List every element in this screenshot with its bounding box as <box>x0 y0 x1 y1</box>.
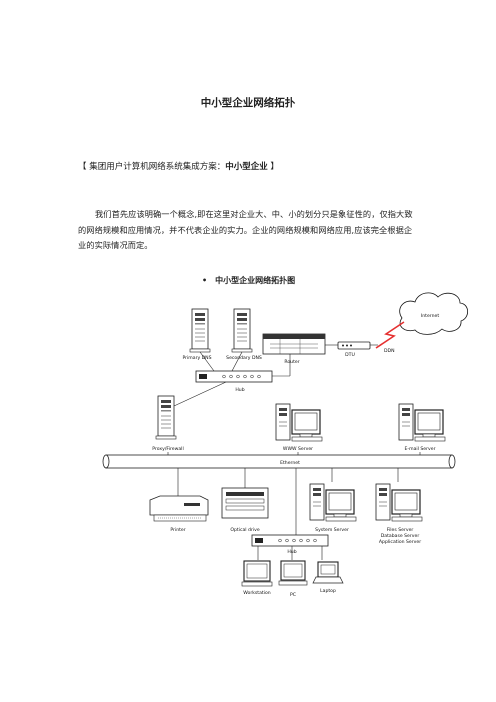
diagram-heading-text: 中小型企业网络拓扑图 <box>215 276 296 285</box>
proxy-firewall-icon <box>155 395 177 440</box>
bullet-icon: • <box>202 276 208 285</box>
dtu-icon <box>337 341 378 350</box>
scheme-prefix: 【 集团用户计算机网络系统集成方案： <box>78 162 226 172</box>
router-icon <box>262 333 326 355</box>
ethernet-backbone <box>102 454 456 469</box>
top-hub-label: Hub <box>235 387 244 393</box>
email-server-label: E-mail Server <box>405 446 436 452</box>
proxy-firewall-label: Proxy/Firewall <box>152 446 183 452</box>
ddn-link-icon <box>375 321 405 349</box>
intro-paragraph: 我们首先应该明确一个概念,即在这里对企业大、中、小的划分只是象征性的，仅指大致的… <box>78 209 413 250</box>
email-server-icon <box>398 403 446 442</box>
database-server-label: Database Server <box>381 533 420 539</box>
optical-drive-label: Optical drive <box>230 527 259 533</box>
bottom-hub-icon <box>251 534 329 547</box>
printer-icon <box>149 495 209 522</box>
laptop-icon <box>312 561 344 584</box>
ddn-label: DDN <box>384 348 395 354</box>
optical-drive-icon <box>221 487 269 519</box>
scheme-line: 【 集团用户计算机网络系统集成方案：中小型企业 】 <box>78 160 279 172</box>
application-server-label: Application Server <box>379 539 421 545</box>
workstation-label: Workstation <box>243 590 271 596</box>
pc-icon <box>278 560 308 586</box>
pc-label: PC <box>290 592 296 598</box>
scheme-name: 中小型企业 <box>225 162 268 172</box>
system-server-icon <box>309 483 357 522</box>
page-title: 中小型企业网络拓扑 <box>200 97 296 109</box>
internet-label: Internet <box>421 313 439 319</box>
workstation-icon <box>241 560 273 587</box>
laptop-label: Laptop <box>320 588 336 594</box>
files-server-icon <box>375 483 423 522</box>
diagram-heading: • 中小型企业网络拓扑图 <box>202 275 295 286</box>
top-hub-icon <box>195 370 273 383</box>
printer-label: Printer <box>170 527 185 533</box>
dtu-label: DTU <box>345 352 355 358</box>
system-server-label: System Server <box>315 527 349 533</box>
www-server-label: WWW Server <box>283 446 313 452</box>
scheme-suffix: 】 <box>267 162 279 172</box>
internet-cloud-icon <box>399 292 469 335</box>
secondary-dns-server-icon <box>231 308 253 353</box>
router-label: Router <box>284 359 299 365</box>
secondary-dns-label: Secondary DNS <box>226 355 262 361</box>
primary-dns-label: Primary DNS <box>182 355 211 361</box>
www-server-icon <box>275 403 323 442</box>
primary-dns-server-icon <box>189 308 211 353</box>
files-server-label: Files Server <box>387 527 414 533</box>
ethernet-label: Ethernet <box>280 460 300 466</box>
